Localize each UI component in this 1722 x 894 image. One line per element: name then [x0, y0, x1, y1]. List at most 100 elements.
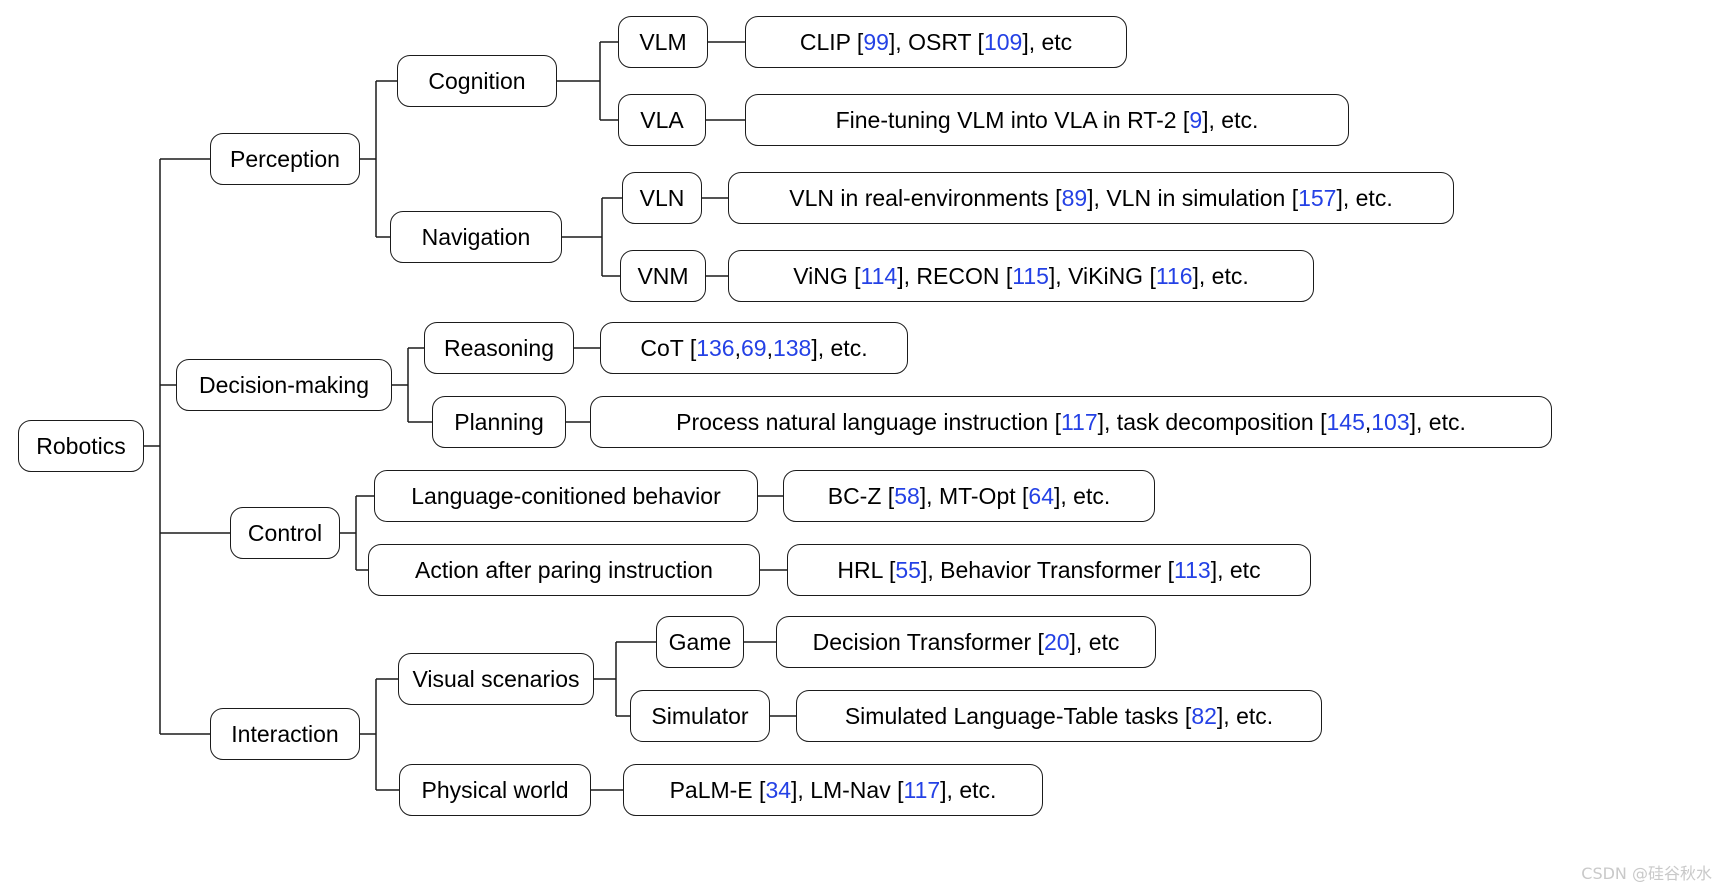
leaf-physical-world-references: PaLM-E [34], LM-Nav [117], etc.	[623, 764, 1043, 816]
citation-ref: 89	[1061, 184, 1088, 211]
text-run: ], task decomposition [	[1097, 408, 1327, 435]
citation-ref: 136	[696, 334, 735, 361]
citation-ref: 157	[1298, 184, 1337, 211]
node-label: Reasoning	[444, 334, 554, 361]
text-run: ], RECON [	[897, 262, 1013, 289]
text-run: BC-Z [	[827, 482, 895, 509]
leaf-vlm-references: CLIP [99], OSRT [109], etc	[745, 16, 1127, 68]
citation-ref: 145	[1326, 408, 1365, 435]
text-run: ], etc.	[1202, 106, 1259, 133]
leaf-game-references: Decision Transformer [20], etc	[776, 616, 1156, 668]
node-label: Visual scenarios	[412, 665, 580, 692]
citation-ref: 34	[765, 776, 792, 803]
text-run: ], ViKiNG [	[1048, 262, 1156, 289]
node-physical-world: Physical world	[399, 764, 591, 816]
node-label: Action after paring instruction	[415, 556, 713, 583]
citation-ref: 116	[1155, 262, 1193, 289]
text-run: ], etc	[1022, 28, 1073, 55]
node-label: Control	[247, 519, 323, 546]
text-run: ], etc.	[1192, 262, 1249, 289]
text-run: Simulated Language-Table tasks [	[844, 702, 1192, 729]
node-action-after-parsing-instruction: Action after paring instruction	[368, 544, 760, 596]
citation-ref: 58	[894, 482, 920, 509]
leaf-action-instruction-references: HRL [55], Behavior Transformer [113], et…	[787, 544, 1311, 596]
node-label: Cognition	[428, 67, 526, 94]
text-run: ,	[734, 334, 741, 361]
citation-ref: 69	[740, 334, 767, 361]
citation-ref: 103	[1371, 408, 1410, 435]
citation-ref: 114	[860, 262, 898, 289]
node-planning: Planning	[432, 396, 566, 448]
node-perception: Perception	[210, 133, 360, 185]
node-label: VLN	[639, 184, 685, 211]
citation-ref: 64	[1028, 482, 1054, 509]
node-label: Physical world	[421, 776, 569, 803]
text-run: ], MT-Opt [	[919, 482, 1029, 509]
node-label: Game	[668, 628, 732, 655]
node-simulator: Simulator	[630, 690, 770, 742]
text-run: ], etc.	[1409, 408, 1466, 435]
citation-ref: 138	[772, 334, 812, 361]
node-cognition: Cognition	[397, 55, 557, 107]
text-run: ], OSRT [	[888, 28, 984, 55]
leaf-vln-references: VLN in real-environments [89], VLN in si…	[728, 172, 1454, 224]
leaf-language-behavior-references: BC-Z [58], MT-Opt [64], etc.	[783, 470, 1155, 522]
text-run: ], etc.	[1054, 482, 1111, 509]
text-run: ,	[766, 334, 773, 361]
citation-ref: 82	[1191, 702, 1217, 729]
node-vnm: VNM	[620, 250, 706, 302]
node-language-conditioned-behavior: Language-conitioned behavior	[374, 470, 758, 522]
node-control: Control	[230, 507, 340, 559]
text-run: Fine-tuning VLM into VLA in RT-2 [	[835, 106, 1190, 133]
node-label: Perception	[230, 145, 340, 172]
node-vla: VLA	[618, 94, 706, 146]
citation-ref: 55	[895, 556, 921, 583]
leaf-reasoning-references: CoT [136, 69, 138], etc.	[600, 322, 908, 374]
node-robotics: Robotics	[18, 420, 144, 472]
citation-ref: 113	[1174, 556, 1211, 583]
text-run: HRL [	[837, 556, 896, 583]
node-game: Game	[656, 616, 744, 668]
leaf-vla-references: Fine-tuning VLM into VLA in RT-2 [9], et…	[745, 94, 1349, 146]
citation-ref: 109	[983, 28, 1023, 55]
node-label: VLM	[639, 28, 687, 55]
csdn-watermark: CSDN @硅谷秋水	[1581, 864, 1712, 883]
text-run: ], LM-Nav [	[791, 776, 904, 803]
node-label: Language-conitioned behavior	[411, 482, 721, 509]
citation-ref: 117	[903, 776, 941, 803]
node-navigation: Navigation	[390, 211, 562, 263]
node-label: Simulator	[651, 702, 749, 729]
text-run: ], etc.	[811, 334, 868, 361]
citation-ref: 117	[1060, 408, 1098, 435]
text-run: ], etc	[1210, 556, 1261, 583]
citation-ref: 99	[863, 28, 889, 55]
text-run: Decision Transformer [	[812, 628, 1044, 655]
node-vlm: VLM	[618, 16, 708, 68]
node-vln: VLN	[622, 172, 702, 224]
node-label: Planning	[454, 408, 544, 435]
text-run: VLN in real-environments [	[789, 184, 1062, 211]
text-run: Process natural language instruction [	[676, 408, 1061, 435]
text-run: ], etc.	[1216, 702, 1274, 729]
leaf-planning-references: Process natural language instruction [11…	[590, 396, 1552, 448]
text-run: PaLM-E [	[669, 776, 766, 803]
node-label: Navigation	[421, 223, 531, 250]
node-interaction: Interaction	[210, 708, 360, 760]
leaf-simulator-references: Simulated Language-Table tasks [82], etc…	[796, 690, 1322, 742]
node-label: VLA	[640, 106, 684, 133]
node-label: Interaction	[231, 720, 339, 747]
text-run: ], Behavior Transformer [	[920, 556, 1175, 583]
text-run: ], etc.	[1336, 184, 1393, 211]
node-label: Robotics	[36, 432, 126, 459]
node-decision-making: Decision-making	[176, 359, 392, 411]
text-run: ], etc.	[940, 776, 997, 803]
node-label: Decision-making	[198, 371, 369, 398]
text-run: ViNG [	[793, 262, 861, 289]
citation-ref: 20	[1043, 628, 1070, 655]
citation-ref: 9	[1189, 106, 1203, 133]
leaf-vnm-references: ViNG [114], RECON [115], ViKiNG [116], e…	[728, 250, 1314, 302]
text-run: ], etc	[1069, 628, 1120, 655]
node-visual-scenarios: Visual scenarios	[398, 653, 594, 705]
citation-ref: 115	[1012, 262, 1049, 289]
